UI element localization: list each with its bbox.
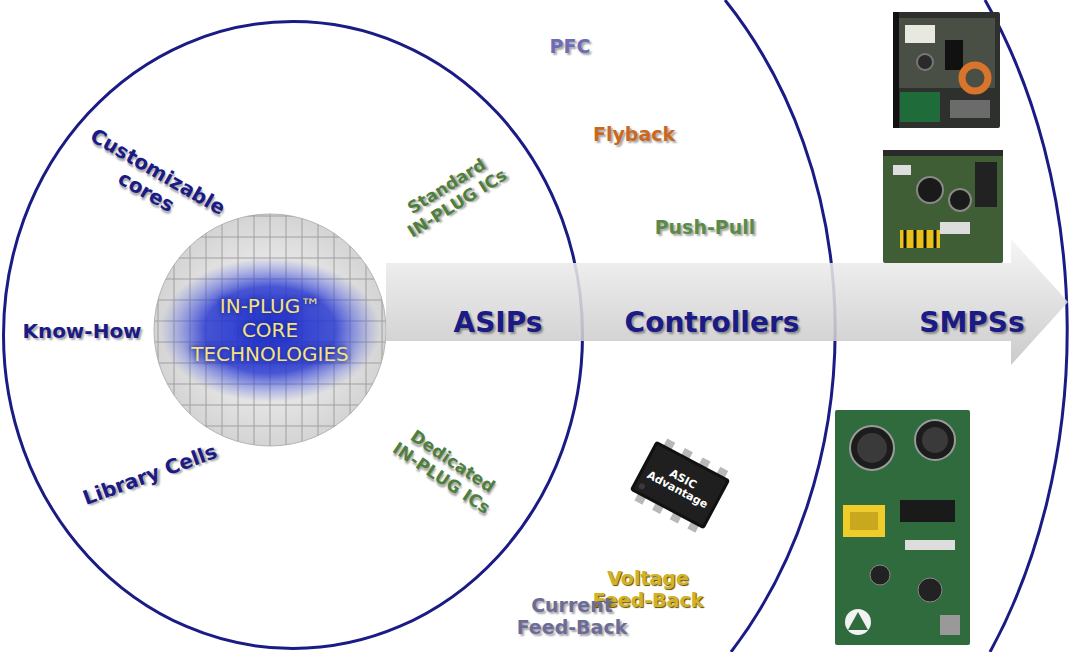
region-label: Current Feed-Back <box>512 595 632 639</box>
wafer-grid <box>152 212 388 448</box>
text-holder: IN-PLUG™ CORE TECHNOLOGIES <box>170 294 370 366</box>
stage-label: SMPSs <box>919 307 1024 339</box>
node-outline <box>386 235 1070 369</box>
pcb-photo <box>883 150 1003 263</box>
flow-arrow: ASIPs Controllers SMPSs <box>386 235 1070 369</box>
capability-label: Customizable cores <box>67 120 237 245</box>
region-label: PFC <box>550 36 591 58</box>
region-label: Flyback <box>593 124 675 146</box>
text-holder: Controllers <box>625 307 800 339</box>
capability-label: Know-How <box>22 320 141 343</box>
capability-label: Library Cells <box>80 440 220 510</box>
product-label: Standard IN-PLUG ICs <box>392 147 512 242</box>
text-holder: ASIPs <box>454 307 543 339</box>
text-holder: SMPSs <box>919 307 1024 339</box>
stage-label: Controllers <box>625 307 800 339</box>
text-holder: Push-Pull <box>655 217 756 239</box>
glow <box>160 258 380 402</box>
product-label: Dedicated IN-PLUG ICs <box>388 421 507 519</box>
pcb-photo <box>835 410 970 645</box>
chip-body <box>626 434 733 535</box>
core-title: IN-PLUG™ CORE TECHNOLOGIES <box>170 294 370 366</box>
stage-label: ASIPs <box>454 307 543 339</box>
text-holder: Customizable cores <box>67 120 237 245</box>
text-holder: PFC <box>550 36 591 58</box>
text-holder: Library Cells <box>80 440 220 510</box>
text-holder: Know-How <box>22 320 141 343</box>
pcb-photo <box>893 12 1000 128</box>
region-label: Push-Pull <box>655 217 756 239</box>
text-holder: Standard IN-PLUG ICs <box>392 147 512 242</box>
arrow-shape <box>386 239 1068 365</box>
wafer-circle: IN-PLUG™ CORE TECHNOLOGIES <box>152 212 388 448</box>
text-holder: Flyback <box>593 124 675 146</box>
circle-outline <box>4 22 583 649</box>
text-holder: Current Feed-Back <box>512 595 632 639</box>
chip-package: ASIC Advantage <box>620 435 740 535</box>
text-holder: Dedicated IN-PLUG ICs <box>388 421 507 519</box>
